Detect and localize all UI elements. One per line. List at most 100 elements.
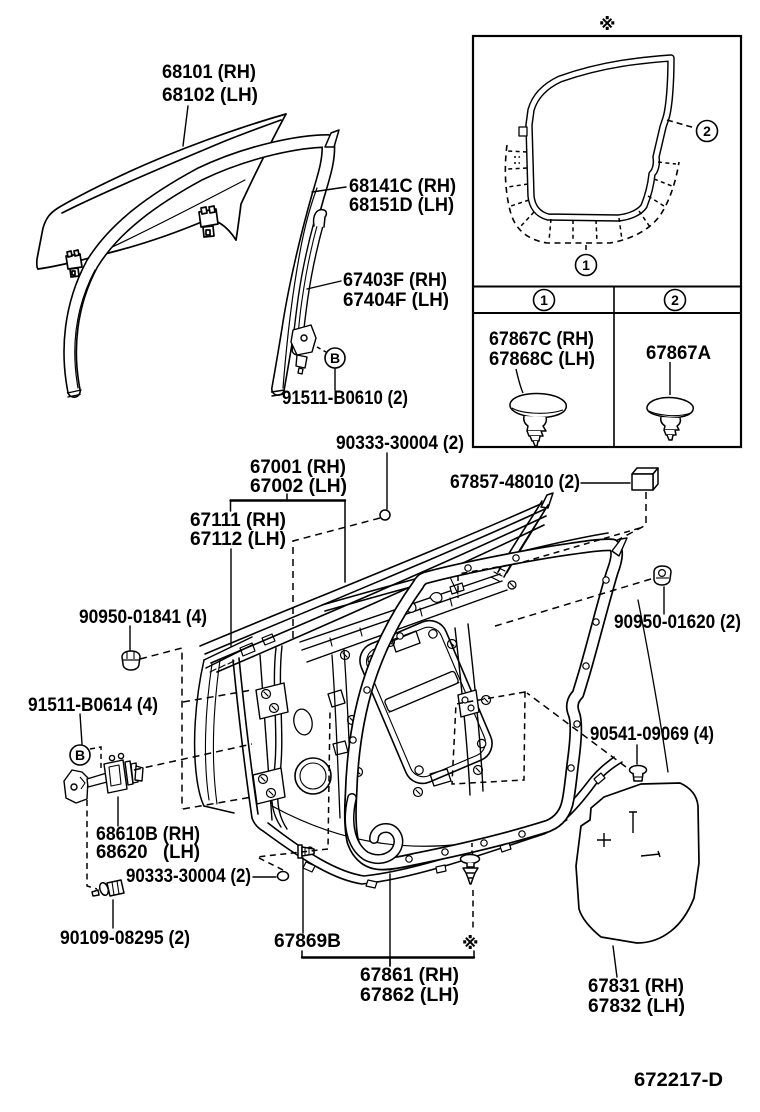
- outer-panel-part: [232, 659, 253, 819]
- glass-clip-rear: [198, 205, 219, 238]
- window-frame-part: [506, 509, 546, 574]
- callout-header-2-circle: [663, 288, 687, 312]
- rear-glass-run-part-part: [295, 354, 308, 369]
- glass-clip-rear-part: [200, 205, 216, 215]
- spec-box-weatherstrip-part: [518, 126, 528, 137]
- bolt-symbols-part-part: [467, 704, 475, 712]
- speaker-hole: [294, 757, 332, 795]
- table-clip-67867c: [509, 392, 568, 447]
- hatch-ticks-part: [647, 195, 665, 207]
- callout-header-2: 2: [663, 288, 687, 312]
- rear-glass-run-part: [290, 324, 317, 375]
- push-clip-icon: [459, 853, 481, 885]
- pad-67857: [631, 467, 659, 491]
- bolt-symbols-part-part: [475, 767, 481, 773]
- window-frame: [199, 492, 554, 673]
- weatherstrip-clip-holes-part: [464, 564, 472, 572]
- bolt-symbols-part-part: [509, 582, 515, 588]
- door-check: [63, 752, 144, 804]
- weatherstrip-clip-holes-part: [592, 618, 600, 626]
- hinge-face-part: [277, 645, 288, 830]
- solid-leaders-part: [229, 493, 346, 583]
- panel-holes-part: [429, 768, 452, 787]
- part-label-run-channel-rh: 68141C (RH): [349, 176, 456, 197]
- hatch-ticks-part: [638, 210, 651, 228]
- bolt-symbols-part: [467, 704, 475, 712]
- bolt-90109: [91, 879, 125, 897]
- table-clip-67867a-part: [660, 416, 682, 431]
- table-clip-67867c-part: [526, 430, 544, 437]
- region2-callout-link: [666, 119, 696, 129]
- callout-b-lower-circle: [69, 744, 91, 766]
- part-label-weatherstrip-lh: 67862 (LH): [360, 985, 459, 1006]
- rear-glass-run-part-part: [297, 367, 304, 375]
- part-label-inner-panel-lh: 67112 (LH): [190, 529, 286, 550]
- part-label-table-clip1-lh: 67868C (LH): [489, 349, 595, 370]
- callout-region-2-circle: [695, 119, 719, 143]
- part-label-cover-lh: 67832 (LH): [588, 996, 685, 1017]
- weatherstrip-clip-holes-part: [405, 855, 413, 863]
- bolt-symbols-part: [446, 638, 458, 650]
- rear-glass-run-part-part: [300, 334, 308, 342]
- screw-90333-top: [379, 509, 391, 521]
- door-glass-part: [94, 179, 246, 256]
- ref-mark-bottom: ※: [462, 934, 479, 953]
- bolt-symbols-part: [260, 688, 272, 700]
- weatherstrip-clip-holes-part: [396, 632, 404, 640]
- leader-clip-90541: [526, 692, 627, 768]
- panel-holes-part: [332, 740, 349, 756]
- belt-reinforcement-part: [306, 589, 508, 663]
- push-clip-icon-part: [459, 853, 481, 865]
- bolt-90109-part: [91, 889, 100, 897]
- outer-panel-part: [302, 772, 606, 889]
- part-label-bolt-08295: 90109-08295 (2): [60, 928, 190, 949]
- regulator-opening-part: [388, 681, 460, 713]
- leader-cover-v: [612, 945, 618, 978]
- panel-holes-part: [327, 689, 346, 708]
- part-label-clip-09069: 90541-09069 (4): [590, 724, 714, 745]
- table-clip-67867a: [646, 396, 695, 441]
- part-label-rear-channel-lh: 67404F (LH): [343, 290, 449, 311]
- table-clip-67867a-part: [663, 429, 677, 436]
- weatherstrip-clip-holes-part: [582, 662, 590, 670]
- part-label-bolt-b0614: 91511-B0614 (4): [28, 695, 158, 716]
- hatch-ticks-part: [618, 217, 623, 241]
- door-glass: [35, 113, 287, 278]
- part-label-outer-panel-rh: 67001 (RH): [250, 457, 346, 478]
- weatherstrip-clip-holes-part: [441, 848, 449, 856]
- inner-panel-part: [193, 659, 205, 807]
- hatch-ticks-part: [657, 161, 677, 165]
- spec-box-part: [515, 368, 524, 394]
- part-label-rear-channel-rh: 67403F (RH): [343, 270, 447, 291]
- part-label-door-check-rh: 68610B (RH): [96, 824, 200, 845]
- door-assembly-part: [293, 708, 313, 736]
- solid-leaders: [79, 105, 665, 978]
- door-check-part: [79, 776, 86, 790]
- leader-bracket-b-upper: [316, 346, 327, 353]
- push-clip-icon-part: [466, 863, 475, 868]
- outer-panel-part: [251, 817, 264, 832]
- door-glass-part: [61, 119, 282, 214]
- weatherstrip-clip-holes-part: [363, 686, 371, 694]
- cover-marks-part: [597, 833, 611, 847]
- dashed-leaders: [86, 346, 652, 928]
- hatch-ticks-part: [520, 211, 535, 227]
- weatherstrip-part: [346, 794, 402, 863]
- weatherstrip-clip-holes-part: [602, 576, 610, 584]
- cover-region-outline: [451, 691, 526, 785]
- callout-region-1-label: 1: [582, 257, 590, 273]
- service-hole-cover: [575, 782, 700, 944]
- cover-marks-part: [629, 811, 637, 833]
- bolt-symbols-part-part: [415, 789, 421, 795]
- leader-screw-bottom: [254, 711, 331, 871]
- weatherstrip-clip-holes: [349, 554, 610, 863]
- part-label-cover-rh: 67831 (RH): [588, 976, 684, 997]
- weatherstrip: [343, 537, 628, 871]
- leader-nut-01620: [491, 578, 652, 628]
- leader-screw-top: [292, 517, 381, 640]
- bolt-symbols-part: [339, 649, 351, 661]
- glass-clip-rear-part: [205, 229, 211, 236]
- clip-67869b-icon: [297, 844, 315, 859]
- glass-run-channel-part: [270, 389, 286, 397]
